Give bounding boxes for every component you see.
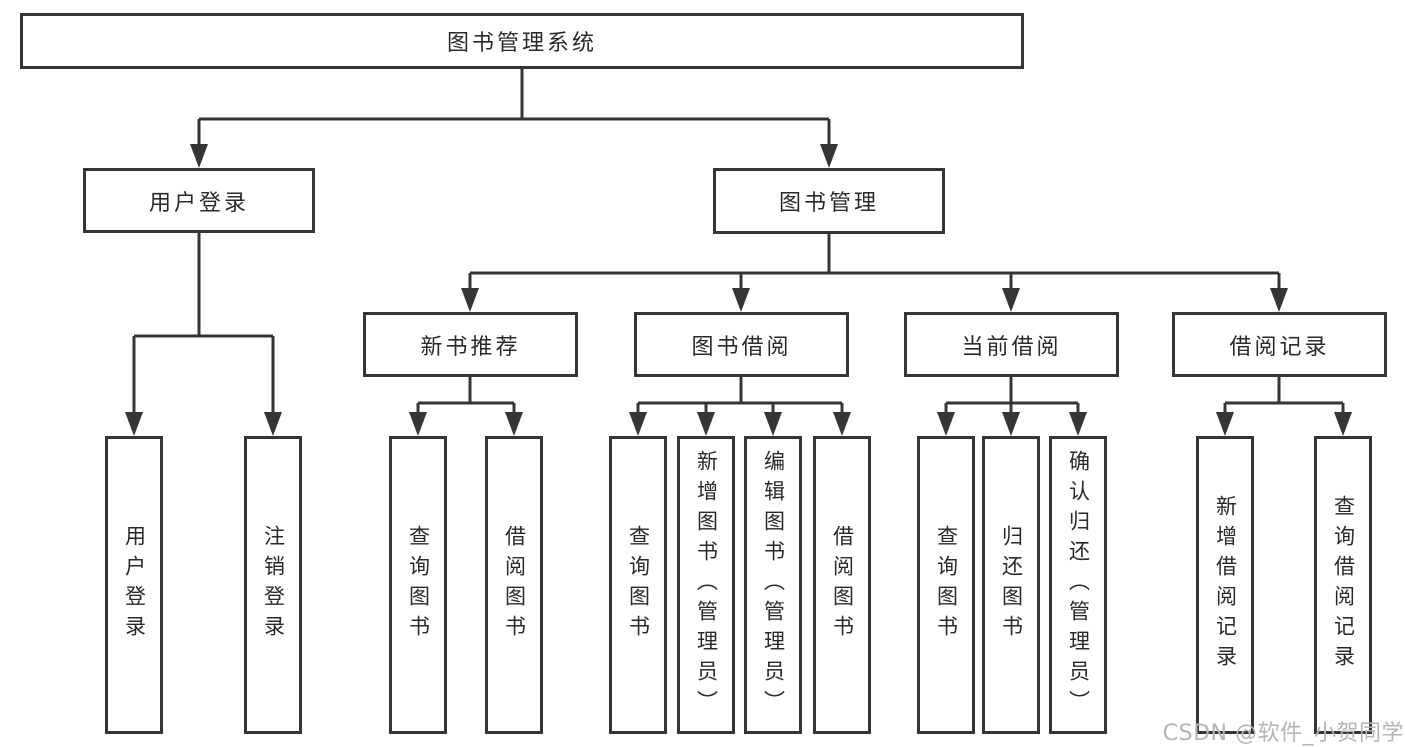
- leaf-query-books-borrowing-label: 查询图书: [626, 525, 651, 645]
- leaf-borrow-books-borrowing: 借阅图书: [813, 436, 871, 734]
- leaf-borrow-books-borrowing-label: 借阅图书: [830, 525, 855, 645]
- leaf-query-books-recommend-label: 查询图书: [406, 525, 431, 645]
- arrowheads: [125, 144, 1352, 436]
- connector-cur-borrow: [944, 377, 1080, 414]
- connector-book-borrow: [636, 377, 844, 414]
- node-current-borrowing: 当前借阅: [904, 312, 1119, 377]
- leaf-borrow-books-recommend: 借阅图书: [485, 436, 543, 734]
- leaf-add-borrow-record-label: 新增借阅记录: [1213, 495, 1238, 675]
- node-user-login: 用户登录: [83, 168, 315, 233]
- leaf-edit-book-admin-label: 编辑图书（管理员）: [761, 450, 786, 720]
- node-book-management-label: 图书管理: [778, 191, 879, 216]
- node-new-book-recommend-label: 新书推荐: [420, 334, 521, 360]
- leaf-logout-label: 注销登录: [261, 525, 286, 645]
- leaf-return-books-label: 归还图书: [999, 525, 1024, 645]
- connector-new-book: [416, 377, 516, 414]
- node-new-book-recommend: 新书推荐: [363, 312, 578, 377]
- connector-borrow-rec: [1223, 377, 1345, 414]
- leaf-return-books: 归还图书: [982, 436, 1040, 734]
- leaf-add-book-admin-label: 新增图书（管理员）: [694, 450, 719, 720]
- leaf-borrow-books-recommend-label: 借阅图书: [502, 525, 527, 645]
- leaf-add-borrow-record: 新增借阅记录: [1196, 436, 1254, 734]
- leaf-query-borrow-record-label: 查询借阅记录: [1331, 495, 1356, 675]
- leaf-query-books-recommend: 查询图书: [389, 436, 447, 734]
- leaf-confirm-return-admin: 确认归还（管理员）: [1049, 436, 1107, 734]
- node-library-system: 图书管理系统: [20, 13, 1024, 69]
- node-book-borrowing: 图书借阅: [634, 312, 849, 377]
- node-book-management: 图书管理: [713, 168, 945, 234]
- leaf-query-books-current-label: 查询图书: [934, 525, 959, 645]
- connector-root: [197, 69, 831, 146]
- leaf-query-books-current: 查询图书: [917, 436, 975, 734]
- leaf-user-login: 用户登录: [105, 436, 163, 734]
- node-current-borrowing-label: 当前借阅: [961, 334, 1062, 360]
- node-borrowing-records-label: 借阅记录: [1229, 334, 1330, 360]
- node-library-system-label: 图书管理系统: [446, 31, 597, 56]
- connector-user-login: [132, 233, 275, 414]
- node-book-borrowing-label: 图书借阅: [691, 334, 792, 360]
- leaf-add-book-admin: 新增图书（管理员）: [677, 436, 735, 734]
- node-user-login-label: 用户登录: [148, 190, 249, 216]
- leaf-query-books-borrowing: 查询图书: [609, 436, 667, 734]
- leaf-edit-book-admin: 编辑图书（管理员）: [744, 436, 802, 734]
- connector-book-mgmt: [468, 234, 1281, 290]
- leaf-confirm-return-admin-label: 确认归还（管理员）: [1066, 450, 1091, 720]
- csdn-watermark: CSDN @软件_小贺同学: [1162, 721, 1404, 746]
- leaf-logout: 注销登录: [244, 436, 302, 734]
- node-borrowing-records: 借阅记录: [1172, 312, 1387, 377]
- leaf-query-borrow-record: 查询借阅记录: [1314, 436, 1372, 734]
- leaf-user-login-label: 用户登录: [122, 525, 147, 645]
